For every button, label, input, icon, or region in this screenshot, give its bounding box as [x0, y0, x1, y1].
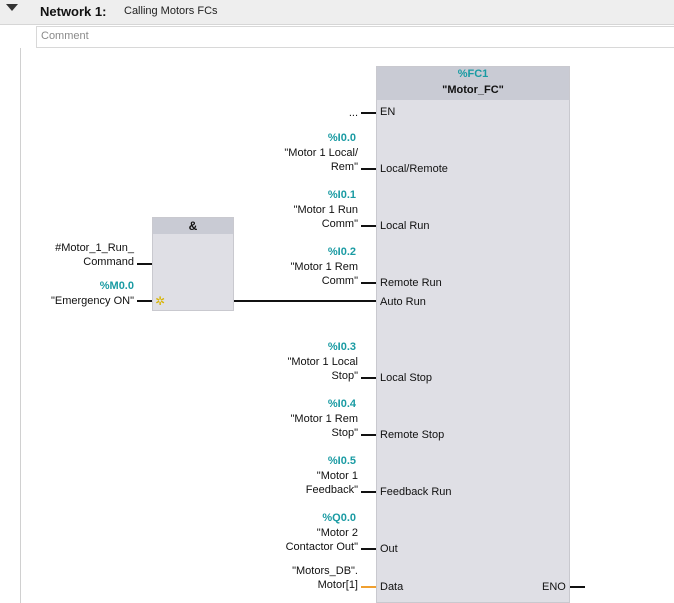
feedback-run-operand[interactable]: "Motor 1 Feedback" — [240, 469, 358, 497]
local-stop-operand[interactable]: "Motor 1 Local Stop" — [240, 355, 358, 383]
and-input-2-operand[interactable]: "Emergency ON" — [51, 295, 134, 307]
en-operand[interactable]: ... — [348, 107, 358, 119]
out-wire — [361, 548, 376, 550]
and-output-wire — [234, 300, 376, 302]
comment-field[interactable]: Comment — [36, 26, 674, 48]
pin-auto-run: Auto Run — [380, 296, 426, 308]
local-stop-wire — [361, 377, 376, 379]
fc-block-address[interactable]: %FC1 — [457, 68, 489, 80]
operand-line: "Motors_DB". — [292, 565, 358, 577]
operand-line: Contactor Out" — [285, 541, 358, 553]
power-rail — [20, 48, 21, 603]
pin-feedback-run: Feedback Run — [380, 486, 452, 498]
operand-line: Command — [83, 256, 134, 268]
and-block-label: & — [188, 219, 198, 233]
out-operand[interactable]: "Motor 2 Contactor Out" — [240, 526, 358, 554]
operand-line: Rem" — [330, 161, 358, 173]
operand-line: "Motor 1 Run — [293, 204, 358, 216]
network-description[interactable]: Calling Motors FCs — [124, 5, 218, 17]
fc-block-header: %FC1 "Motor_FC" — [377, 67, 569, 100]
operand-line: "Motor 1 Local — [287, 356, 358, 368]
remote-stop-operand[interactable]: "Motor 1 Rem Stop" — [240, 412, 358, 440]
local-remote-wire — [361, 168, 376, 170]
collapse-triangle-icon[interactable] — [6, 4, 18, 11]
pin-out: Out — [380, 543, 398, 555]
pin-eno: ENO — [542, 581, 566, 593]
remote-stop-wire — [361, 434, 376, 436]
and-block-header: & — [153, 218, 233, 234]
feedback-run-address[interactable]: %I0.5 — [327, 455, 356, 467]
fc-block-name[interactable]: "Motor_FC" — [442, 84, 504, 96]
operand-line: "Motor 1 Local/ — [284, 147, 358, 159]
eno-wire — [570, 586, 585, 588]
local-stop-address[interactable]: %I0.3 — [327, 341, 356, 353]
fc-block[interactable]: %FC1 "Motor_FC" — [376, 66, 570, 603]
operand-line: Motor[1] — [317, 579, 358, 591]
and-input-1-operand[interactable]: #Motor_1_Run_ Command — [20, 241, 134, 269]
remote-run-wire — [361, 282, 376, 284]
remote-stop-address[interactable]: %I0.4 — [327, 398, 356, 410]
operand-line: Comm" — [321, 275, 358, 287]
pin-local-remote: Local/Remote — [380, 163, 448, 175]
remote-run-operand[interactable]: "Motor 1 Rem Comm" — [240, 260, 358, 288]
operand-line: "Motor 1 Rem — [290, 413, 358, 425]
out-address[interactable]: %Q0.0 — [322, 512, 356, 524]
operand-line: Comm" — [321, 218, 358, 230]
operand-line: "Motor 1 — [316, 470, 358, 482]
pin-remote-stop: Remote Stop — [380, 429, 445, 441]
operand-line: Stop" — [331, 427, 358, 439]
pin-en: EN — [380, 106, 396, 118]
and-input-2-address[interactable]: %M0.0 — [99, 280, 134, 292]
local-remote-address[interactable]: %I0.0 — [327, 132, 356, 144]
network-title: Network 1: — [40, 4, 107, 19]
pin-local-stop: Local Stop — [380, 372, 432, 384]
pin-local-run: Local Run — [380, 220, 430, 232]
network-header[interactable]: Network 1: Calling Motors FCs — [0, 0, 674, 25]
en-wire — [361, 112, 376, 114]
operand-line: Stop" — [331, 370, 358, 382]
operand-line: "Motor 1 Rem — [290, 261, 358, 273]
local-run-wire — [361, 225, 376, 227]
operand-line: "Motor 2 — [316, 527, 358, 539]
and-block[interactable]: & ✲ — [152, 217, 234, 311]
operand-line: Feedback" — [305, 484, 358, 496]
insert-input-icon[interactable]: ✲ — [155, 294, 166, 308]
pin-remote-run: Remote Run — [380, 277, 442, 289]
local-remote-operand[interactable]: "Motor 1 Local/ Rem" — [240, 146, 358, 174]
comment-placeholder: Comment — [41, 30, 89, 42]
data-wire — [361, 586, 376, 588]
local-run-operand[interactable]: "Motor 1 Run Comm" — [240, 203, 358, 231]
and-input-2-wire — [137, 300, 152, 302]
pin-data: Data — [380, 581, 404, 593]
remote-run-address[interactable]: %I0.2 — [327, 246, 356, 258]
data-operand[interactable]: "Motors_DB". Motor[1] — [240, 564, 358, 592]
local-run-address[interactable]: %I0.1 — [327, 189, 356, 201]
and-input-1-wire — [137, 263, 152, 265]
feedback-run-wire — [361, 491, 376, 493]
operand-line: #Motor_1_Run_ — [55, 242, 134, 254]
